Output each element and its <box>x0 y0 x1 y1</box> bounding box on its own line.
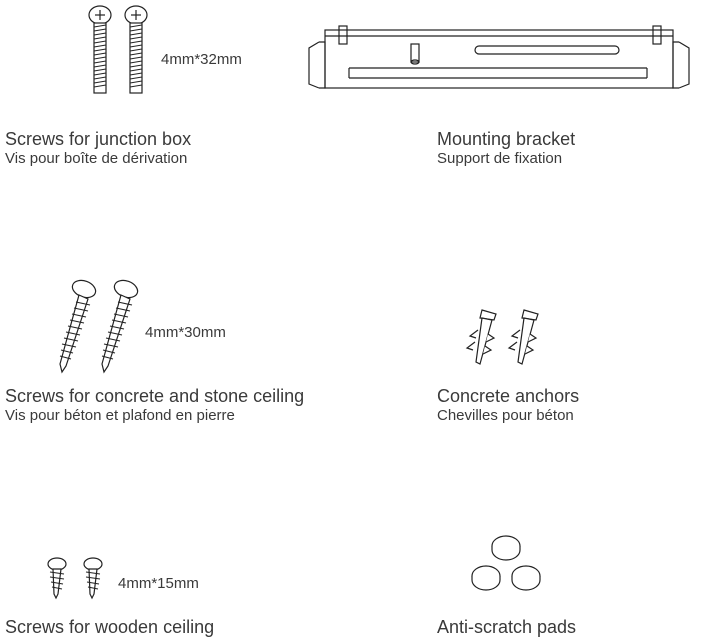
screw-size-label: 4mm*32mm <box>161 51 242 68</box>
part-anti-scratch-pads: Anti-scratch pads <box>330 520 708 637</box>
screw-size-label: 4mm*15mm <box>118 575 199 592</box>
wood-screw-long-icon <box>52 278 144 374</box>
part-subtitle: Vis pour béton et plafond en pierre <box>5 407 235 424</box>
part-wood-screws: 4mm*15mm Screws for wooden ceiling <box>0 540 330 637</box>
part-concrete-anchors: Concrete anchors Chevilles pour béton <box>330 270 708 430</box>
felt-pad-icon <box>468 532 542 598</box>
part-title: Anti-scratch pads <box>437 617 577 637</box>
part-title: Mounting bracket <box>437 129 576 149</box>
machine-screw-icon <box>84 3 154 97</box>
part-subtitle: Chevilles pour béton <box>437 407 574 424</box>
wall-anchor-icon <box>460 306 552 370</box>
screw-size-label: 4mm*30mm <box>145 324 226 341</box>
part-junction-box-screws: 4mm*32mm Screws for junction box Vis pou… <box>0 0 330 170</box>
part-subtitle: Support de fixation <box>437 150 563 167</box>
part-mounting-bracket: Mounting bracket Support de fixation <box>308 0 708 170</box>
mounting-bracket-icon <box>303 22 707 96</box>
part-subtitle: Vis pour boîte de dérivation <box>5 150 188 167</box>
wood-screw-short-icon <box>44 556 108 600</box>
part-title: Concrete anchors <box>437 386 580 406</box>
part-concrete-screws: 4mm*30mm Screws for concrete and stone c… <box>0 270 330 430</box>
part-title: Screws for junction box <box>5 129 192 149</box>
part-title: Screws for wooden ceiling <box>5 617 215 637</box>
part-title: Screws for concrete and stone ceiling <box>5 386 305 406</box>
